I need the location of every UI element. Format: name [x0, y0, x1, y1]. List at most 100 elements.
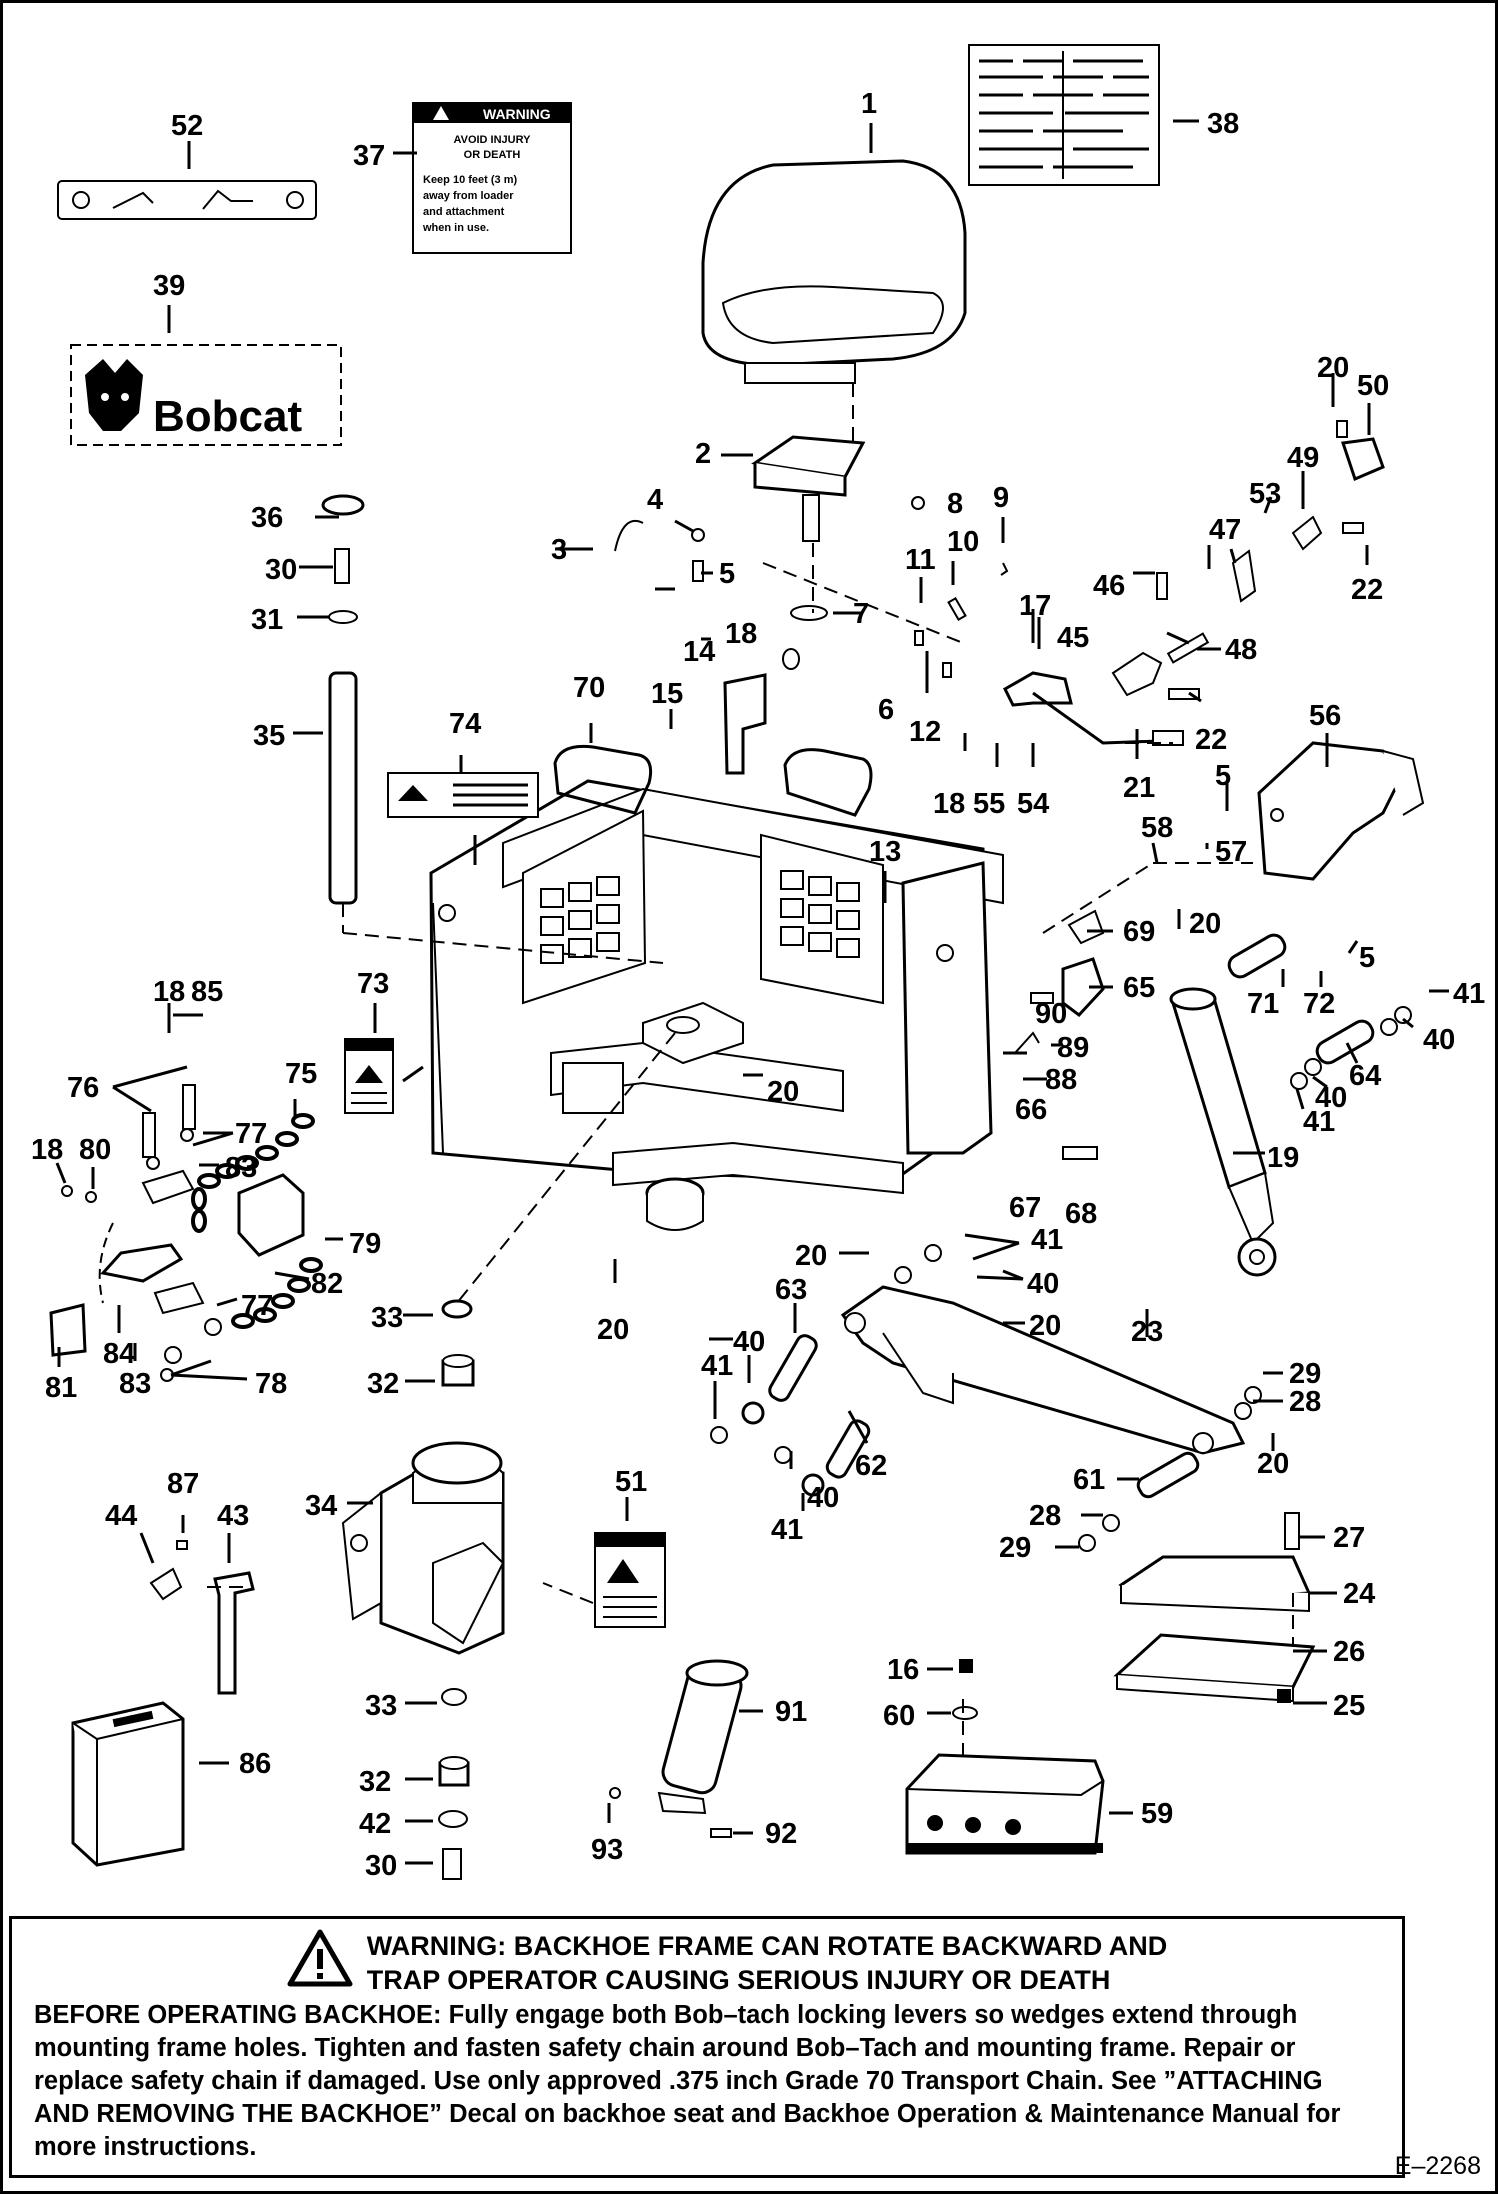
callout-43: 43 [217, 1500, 249, 1532]
callout-11: 11 [905, 544, 936, 576]
callout-49: 49 [1287, 442, 1319, 474]
callout-36: 36 [251, 502, 283, 534]
callout-41a: 41 [1453, 978, 1485, 1010]
pivot-rod [321, 494, 365, 905]
callout-84: 84 [103, 1338, 135, 1370]
canister [609, 1659, 749, 1838]
callout-12: 12 [909, 716, 941, 748]
callout-70: 70 [573, 672, 605, 704]
callout-88: 88 [1045, 1064, 1077, 1096]
callout-59: 59 [1141, 1798, 1173, 1830]
hydraulic-cylinder [1169, 933, 1412, 1277]
callout-28a: 28 [1289, 1386, 1321, 1418]
callout-53: 53 [1249, 478, 1281, 510]
callout-83a: 83 [225, 1152, 257, 1184]
callout-40c: 40 [1027, 1268, 1059, 1300]
callout-41d: 41 [701, 1350, 733, 1382]
callout-28b: 28 [1029, 1500, 1061, 1532]
callout-56: 56 [1309, 700, 1341, 732]
callout-50: 50 [1357, 370, 1389, 402]
callout-25: 25 [1333, 1690, 1365, 1722]
callout-32a: 32 [367, 1368, 399, 1400]
callout-79: 79 [349, 1228, 381, 1260]
callout-22a: 22 [1351, 574, 1383, 606]
callout-34: 34 [305, 1490, 337, 1522]
frame-window-grid-right [780, 870, 860, 958]
callout-23: 23 [1131, 1316, 1163, 1348]
callout-18b: 18 [933, 788, 965, 820]
decal-52-lever-symbols [57, 180, 317, 220]
callout-20f: 20 [1029, 1310, 1061, 1342]
lock-bracket [1014, 909, 1105, 1160]
callout-24: 24 [1343, 1578, 1375, 1610]
callout-22b: 22 [1195, 724, 1227, 756]
callout-18c: 18 [153, 976, 185, 1008]
callout-30a: 30 [265, 554, 297, 586]
callout-8: 8 [947, 488, 963, 520]
leader-lines [55, 119, 1449, 1865]
warning-triangle-icon [287, 1929, 353, 1987]
mount-plates [1113, 1512, 1316, 1703]
callout-44: 44 [105, 1500, 137, 1532]
mount-frame [429, 779, 1004, 1231]
callout-72: 72 [1303, 988, 1335, 1020]
callout-20g: 20 [1257, 1448, 1289, 1480]
callout-64: 64 [1349, 1060, 1381, 1092]
callout-78: 78 [255, 1368, 287, 1400]
callout-77a: 77 [235, 1118, 267, 1150]
decal-39-brand: Bobcat [153, 392, 302, 441]
callout-27: 27 [1333, 1522, 1365, 1554]
pivot-housing [341, 1299, 505, 1880]
callout-20b: 20 [1189, 908, 1221, 940]
decal-51 [594, 1532, 666, 1628]
callout-15: 15 [651, 678, 683, 710]
callout-35: 35 [253, 720, 285, 752]
decal-37-header: WARNING [483, 106, 551, 122]
seat [701, 159, 967, 384]
callout-40e: 40 [807, 1482, 839, 1514]
callout-6: 6 [878, 694, 894, 726]
callout-61: 61 [1073, 1464, 1105, 1496]
right-bracket [1257, 741, 1425, 881]
callout-76: 76 [67, 1072, 99, 1104]
callout-9: 9 [993, 482, 1009, 514]
callout-75: 75 [285, 1058, 317, 1090]
callout-58: 58 [1141, 812, 1173, 844]
lift-arm-pins [710, 1244, 1262, 1552]
callout-62: 62 [855, 1450, 887, 1482]
callout-41c: 41 [1031, 1224, 1063, 1256]
callout-16: 16 [887, 1654, 919, 1686]
callout-48: 48 [1225, 634, 1257, 666]
callout-29a: 29 [1289, 1358, 1321, 1390]
safety-chain-assembly [49, 1084, 323, 1382]
callout-10: 10 [947, 526, 979, 558]
callout-65: 65 [1123, 972, 1155, 1004]
callout-18a: 18 [725, 618, 757, 650]
grab-handles [553, 744, 873, 817]
lock-pin [149, 1540, 255, 1695]
callout-5b: 5 [1215, 760, 1231, 792]
manual-holder [71, 1701, 185, 1867]
lock-lever [1003, 671, 1184, 746]
callout-54: 54 [1017, 788, 1049, 820]
counterweight-block [905, 1659, 1105, 1855]
callout-19: 19 [1267, 1142, 1299, 1174]
seat-mount-plate [751, 435, 866, 542]
callout-69: 69 [1123, 916, 1155, 948]
callout-numbers: 1 2 3 4 5 5 5 6 7 8 9 10 11 12 13 14 15 … [31, 88, 1485, 1882]
lift-arm [840, 1285, 1246, 1455]
callout-32b: 32 [359, 1766, 391, 1798]
callout-21: 21 [1123, 772, 1155, 804]
callout-73: 73 [357, 968, 389, 1000]
warning-instructions: BEFORE OPERATING BACKHOE: Fully engage b… [34, 2001, 1341, 2161]
callout-45: 45 [1057, 622, 1089, 654]
decal-37-body1: Keep 10 feet (3 m) [423, 174, 517, 186]
warning-heading: WARNING: BACKHOE FRAME CAN ROTATE BACKWA… [74, 1929, 1380, 1997]
callout-92: 92 [765, 1818, 797, 1850]
callout-3: 3 [551, 534, 567, 566]
frame-window-grid-left [540, 876, 620, 964]
callout-17: 17 [1019, 590, 1051, 622]
decal-37-body2: away from loader [423, 190, 514, 202]
decal-37-line1: AVOID INJURY [453, 134, 531, 146]
decal-37-body3: and attachment [423, 206, 505, 218]
